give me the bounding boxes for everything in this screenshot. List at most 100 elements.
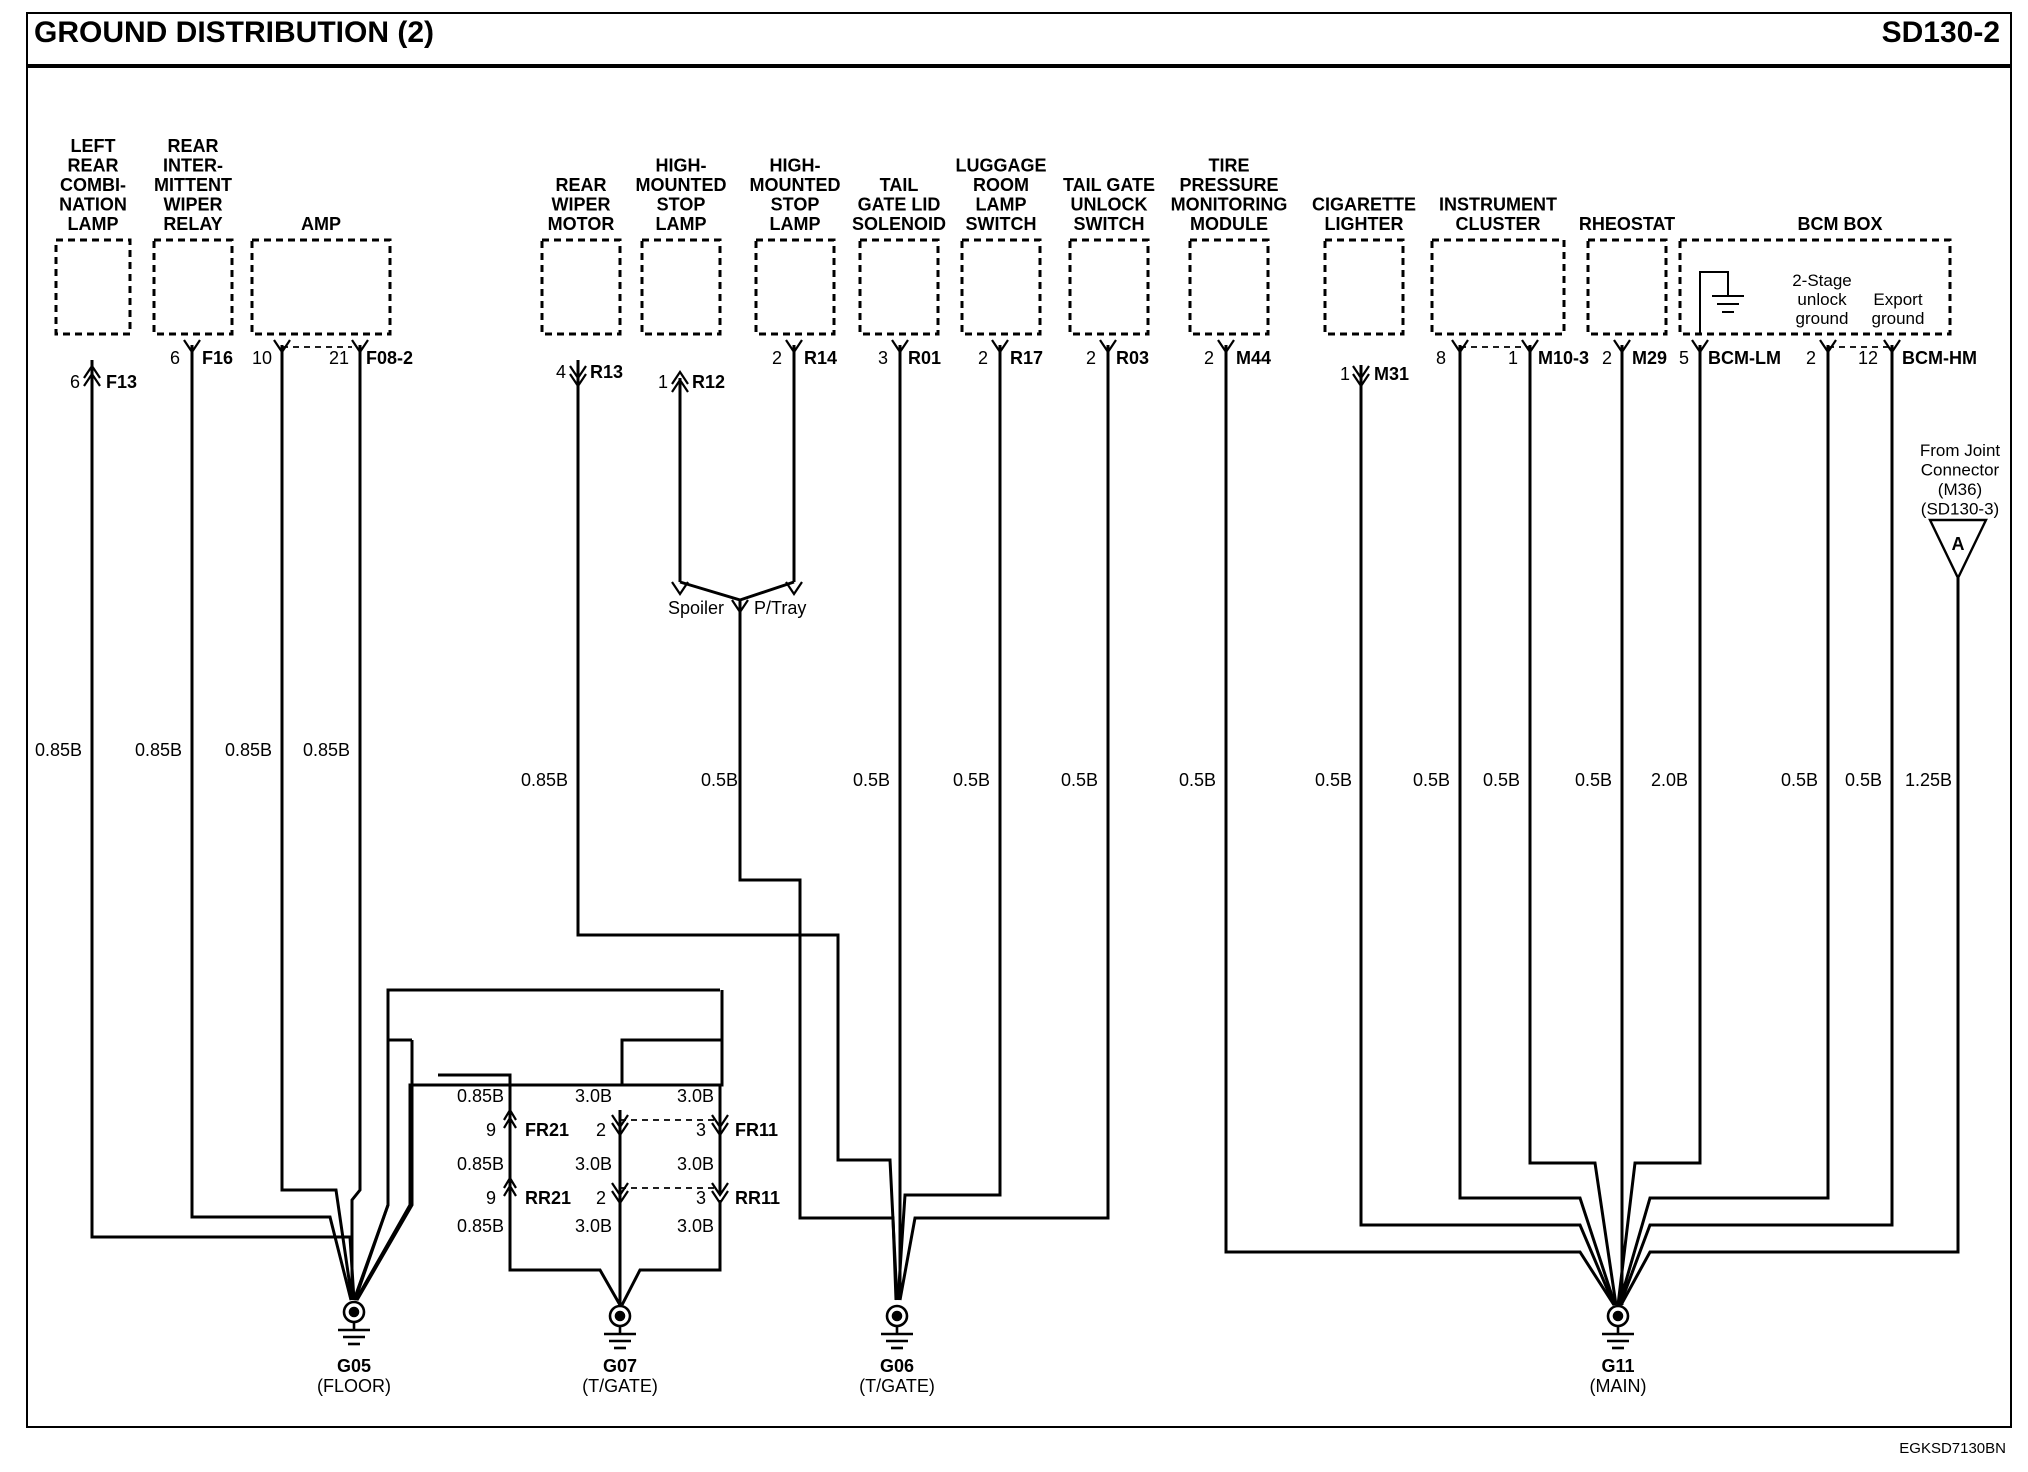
g07-wire-size: 3.0B — [575, 1216, 612, 1236]
component-label-tail-gate-unlock-switch: UNLOCK — [1071, 195, 1148, 215]
connector-label-r03: R03 — [1116, 348, 1149, 368]
component-label-tail-gate-lid-solenoid: SOLENOID — [852, 214, 946, 234]
connector-label-r12: R12 — [692, 372, 725, 392]
wire-size-label: 0.5B — [1315, 770, 1352, 790]
pin-number-m29: 2 — [1602, 348, 1612, 368]
component-label-tail-gate-lid-solenoid: GATE LID — [858, 195, 941, 215]
wire-size-label: 0.5B — [701, 770, 738, 790]
g07-pin: 2 — [596, 1188, 606, 1208]
diagram-frame — [26, 12, 2012, 1428]
g07-wire-size: 3.0B — [677, 1216, 714, 1236]
pin-number-m10a: 8 — [1436, 348, 1446, 368]
component-label-left-rear-combination-lamp: COMBI- — [60, 175, 126, 195]
wires-g05-upper — [352, 988, 720, 1301]
component-label-cigarette-lighter: LIGHTER — [1325, 214, 1404, 234]
g07-connector: RR11 — [735, 1188, 780, 1208]
pin-number-f08a: 10 — [252, 348, 272, 368]
component-label-cigarette-lighter: CIGARETTE — [1312, 195, 1416, 215]
component-label-tire-pressure-monitoring-module: TIRE — [1208, 156, 1249, 176]
connector-label-f13: F13 — [106, 372, 137, 392]
pin-number-r17: 2 — [978, 348, 988, 368]
ground-id-G07: G07 — [603, 1356, 637, 1376]
wire-size-label: 0.5B — [1483, 770, 1520, 790]
ground-id-G06: G06 — [880, 1356, 914, 1376]
g07-wire-size: 0.85B — [457, 1216, 504, 1236]
component-label-high-mounted-stop-lamp-1: STOP — [657, 195, 706, 215]
component-label-luggage-room-lamp-switch: ROOM — [973, 175, 1029, 195]
g07-wire-size: 3.0B — [677, 1086, 714, 1106]
wires-g07 — [438, 1073, 722, 1306]
pin-number-bcmhm-a: 2 — [1806, 348, 1816, 368]
connector-label-m31: M31 — [1374, 364, 1409, 384]
component-label-high-mounted-stop-lamp-2: LAMP — [770, 214, 821, 234]
g07-wire-size: 3.0B — [575, 1154, 612, 1174]
component-label-high-mounted-stop-lamp-1: HIGH- — [656, 156, 707, 176]
connector-label-r17: R17 — [1010, 348, 1043, 368]
ground-symbol-g05-icon — [338, 1300, 370, 1346]
component-label-left-rear-combination-lamp: LAMP — [68, 214, 119, 234]
wire-size-label: 2.0B — [1651, 770, 1688, 790]
pin-number-r12: 1 — [658, 372, 668, 392]
bcm-internal-ground-icon — [1699, 271, 1744, 334]
wire-size-label: 0.85B — [35, 740, 82, 760]
bcm-stage-label: ground — [1796, 309, 1849, 328]
connector-chevrons — [83, 339, 1901, 1205]
connector-label-f16: F16 — [202, 348, 233, 368]
footer-code: EGKSD7130BN — [1899, 1440, 2006, 1457]
ground-location-G05: (FLOOR) — [317, 1376, 391, 1396]
joint-connector-text: (SD130-3) — [1921, 500, 1999, 519]
component-label-rear-intermittent-wiper-relay: WIPER — [163, 195, 222, 215]
component-label-high-mounted-stop-lamp-2: MOUNTED — [750, 175, 841, 195]
pin-number-bcmhm-b: 12 — [1858, 348, 1878, 368]
wires-g11 — [1224, 345, 1960, 1306]
box-left-rear-combination-lamp — [54, 238, 132, 336]
joint-connector-text: Connector — [1921, 461, 2000, 480]
component-label-high-mounted-stop-lamp-2: STOP — [771, 195, 820, 215]
wire-size-label: 0.85B — [135, 740, 182, 760]
pin-number-m31: 1 — [1340, 364, 1350, 384]
component-label-left-rear-combination-lamp: REAR — [67, 156, 118, 176]
g07-wire-size: 3.0B — [575, 1086, 612, 1106]
component-label-rear-intermittent-wiper-relay: INTER- — [163, 156, 223, 176]
connector-label-m29: M29 — [1632, 348, 1667, 368]
connector-label-bcmhm-b: BCM-HM — [1902, 348, 1977, 368]
joint-connector-triangle — [1928, 518, 1988, 581]
page-code: SD130-2 — [1881, 16, 2000, 49]
box-rheostat — [1586, 238, 1668, 336]
wire-size-label: 0.5B — [1575, 770, 1612, 790]
joint-connector-text: (M36) — [1938, 480, 1982, 499]
component-label-instrument-cluster: CLUSTER — [1456, 214, 1541, 234]
joint-connector-text: From Joint — [1920, 441, 2001, 460]
component-label-instrument-cluster: INSTRUMENT — [1439, 195, 1557, 215]
component-label-high-mounted-stop-lamp-1: MOUNTED — [636, 175, 727, 195]
component-label-bcm-box: BCM BOX — [1798, 214, 1883, 234]
page-title: GROUND DISTRIBUTION (2) — [34, 16, 434, 49]
box-luggage-room-lamp-switch — [960, 238, 1042, 336]
wire-size-label: 0.85B — [303, 740, 350, 760]
pin-number-m44: 2 — [1204, 348, 1214, 368]
pin-number-f16: 6 — [170, 348, 180, 368]
g07-wire-size: 0.85B — [457, 1086, 504, 1106]
component-label-high-mounted-stop-lamp-1: LAMP — [656, 214, 707, 234]
g07-connector: FR21 — [525, 1120, 569, 1140]
ground-id-G11: G11 — [1601, 1356, 1634, 1376]
box-high-mounted-stop-lamp-2 — [754, 238, 836, 336]
component-label-rear-intermittent-wiper-relay: RELAY — [163, 214, 222, 234]
joint-connector-letter: A — [1952, 534, 1965, 554]
box-rear-wiper-motor — [540, 238, 622, 336]
g07-pin: 9 — [486, 1120, 496, 1140]
connector-label-r01: R01 — [908, 348, 941, 368]
wire-size-label: 0.5B — [1061, 770, 1098, 790]
g07-pin: 3 — [696, 1188, 706, 1208]
connector-label-m44: M44 — [1236, 348, 1271, 368]
component-label-tail-gate-lid-solenoid: TAIL — [880, 175, 919, 195]
component-label-left-rear-combination-lamp: LEFT — [71, 136, 116, 156]
wire-size-label: 0.5B — [1845, 770, 1882, 790]
g07-connector: RR21 — [525, 1188, 571, 1208]
ground-id-G05: G05 — [337, 1356, 371, 1376]
component-label-rear-wiper-motor: MOTOR — [548, 214, 615, 234]
ground-location-G06: (T/GATE) — [859, 1376, 935, 1396]
bcm-stage-label: 2-Stage — [1792, 271, 1852, 290]
box-tail-gate-lid-solenoid — [858, 238, 940, 336]
